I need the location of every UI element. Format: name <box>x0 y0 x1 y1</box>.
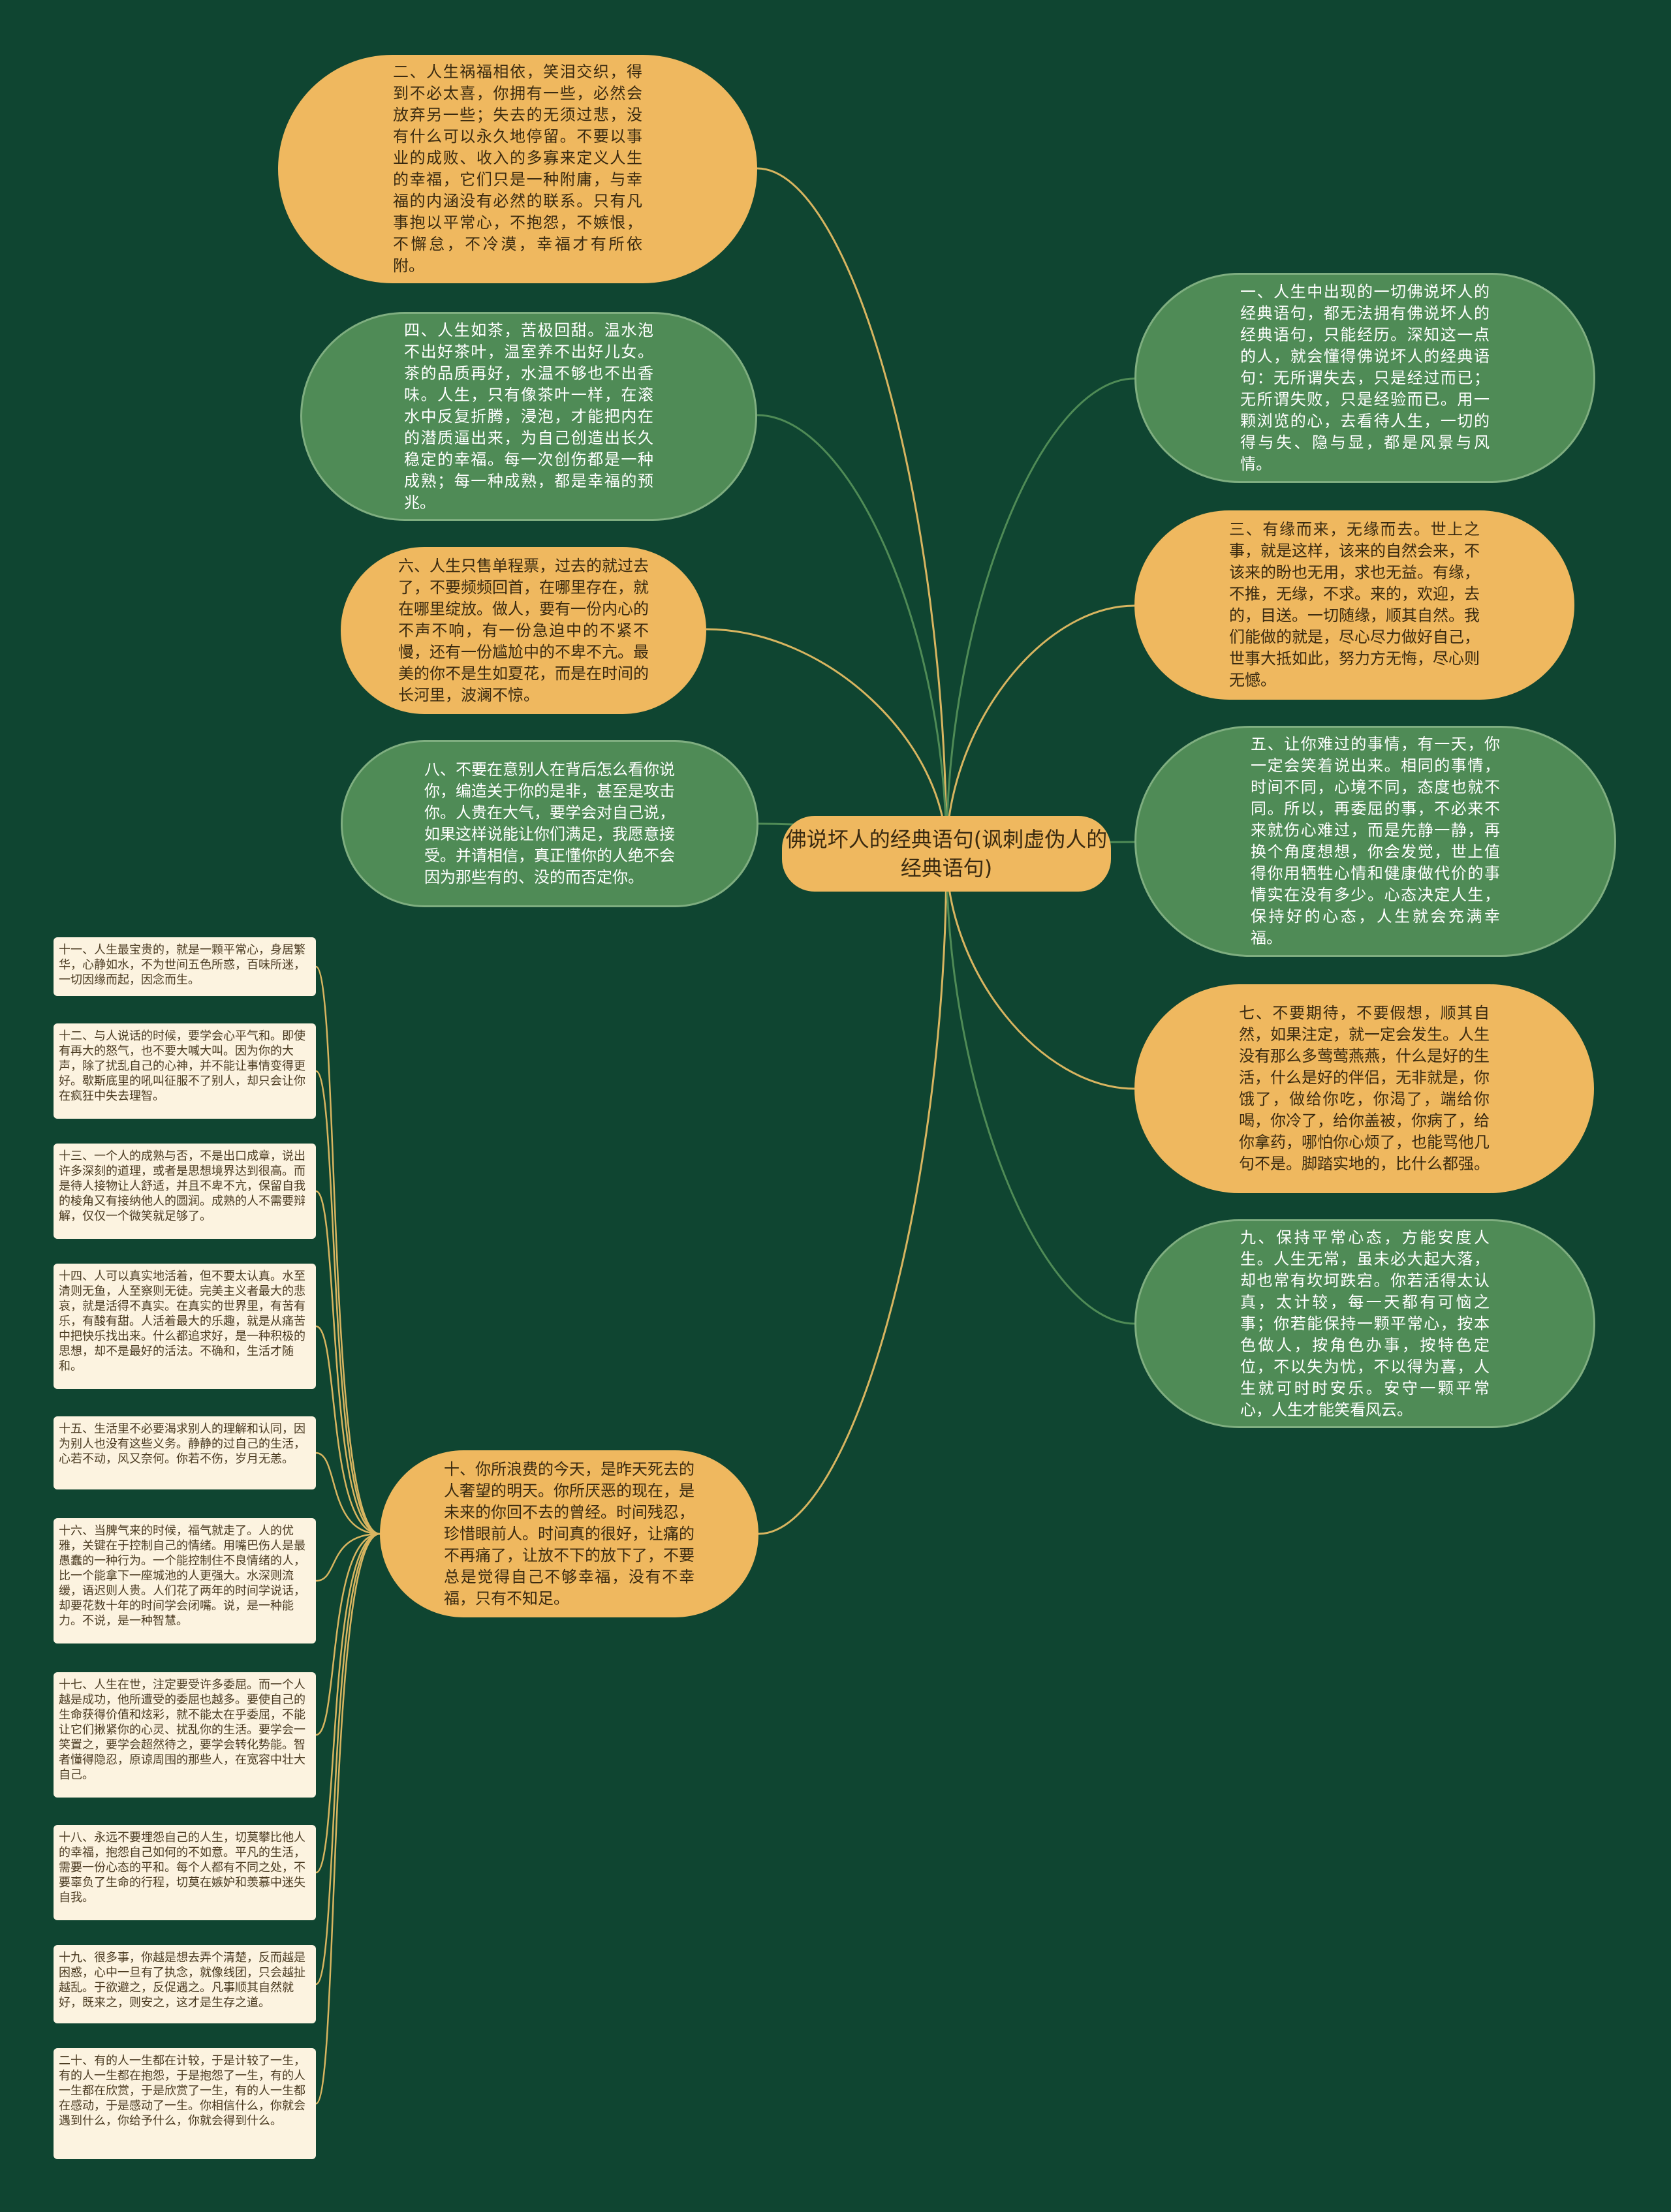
link-sub-card-19 <box>315 1533 381 1986</box>
link-sub-card-13 <box>315 1190 381 1535</box>
topic-node-8[interactable]: 八、不要在意别人在背后怎么看你说你，编造关于你的是非，甚至是攻击你。人贵在大气，… <box>341 740 758 907</box>
topic-text-2: 二、人生祸福相依，笑泪交织，得到不必太喜，你拥有一些，必然会放弃另一些；失去的无… <box>393 63 642 275</box>
link-sub-card-15 <box>315 1452 381 1535</box>
sub-card-16[interactable]: 十六、当脾气来的时候，福气就走了。人的优雅，关键在于控制自己的情绪。用嘴巴伤人是… <box>54 1518 316 1643</box>
link-sub-card-20 <box>315 1533 381 2105</box>
sub-card-12[interactable]: 十二、与人说话的时候，要学会心平气和。即使有再大的怒气，也不要大喊大叫。因为你的… <box>54 1023 316 1119</box>
sub-card-text-19: 十九、很多事，你越是想去弄个清楚，反而越是困惑，心中一旦有了执念，就像线团，只会… <box>59 1951 305 2010</box>
sub-card-text-14: 十四、人可以真实地活着，但不要太认真。水至清则无鱼，人至察则无徒。完美主义者最大… <box>59 1270 305 1373</box>
link-node-6 <box>706 628 948 854</box>
topic-node-1[interactable]: 一、人生中出现的一切佛说坏人的经典语句，都无法拥有佛说坏人的经典语句，只能经历。… <box>1134 273 1595 483</box>
sub-card-text-16: 十六、当脾气来的时候，福气就走了。人的优雅，关键在于控制自己的情绪。用嘴巴伤人是… <box>59 1524 305 1628</box>
link-sub-card-18 <box>315 1533 381 1874</box>
topic-node-3[interactable]: 三、有缘而来，无缘而去。世上之事，就是这样，该来的自然会来，不该来的盼也无用，求… <box>1134 510 1574 700</box>
sub-card-text-17: 十七、人生在世，注定要受许多委屈。而一个人越是成功，他所遭受的委屈也越多。要使自… <box>59 1678 305 1782</box>
topic-text-7: 七、不要期待，不要假想，顺其自然，如果注定，就一定会发生。人生没有那么多莺莺燕燕… <box>1239 1004 1490 1173</box>
sub-card-20[interactable]: 二十、有的人一生都在计较，于是计较了一生，有的人一生都在抱怨，于是抱怨了一生，有… <box>54 2048 316 2159</box>
link-sub-card-16 <box>315 1533 381 1582</box>
topic-text-1: 一、人生中出现的一切佛说坏人的经典语句，都无法拥有佛说坏人的经典语句，只能经历。… <box>1240 282 1490 473</box>
link-sub-card-17 <box>315 1533 381 1736</box>
topic-text-8: 八、不要在意别人在背后怎么看你说你，编造关于你的是非，甚至是攻击你。人贵在大气，… <box>424 760 675 886</box>
sub-card-11[interactable]: 十一、人生最宝贵的，就是一颗平常心，身居繁华，心静如水，不为世间五色所惑，百味所… <box>54 937 316 996</box>
sub-card-text-18: 十八、永远不要埋怨自己的人生，切莫攀比他人的幸福，抱怨自己如何的不如意。平凡的生… <box>59 1831 305 1905</box>
link-node-4 <box>757 414 948 854</box>
topic-text-3: 三、有缘而来，无缘而去。世上之事，就是这样，该来的自然会来，不该来的盼也无用，求… <box>1229 520 1480 689</box>
topic-node-10[interactable]: 十、你所浪费的今天，是昨天死去的人奢望的明天。你所厌恶的现在，是未来的你回不去的… <box>380 1450 758 1617</box>
link-sub-card-11 <box>315 965 381 1535</box>
link-node-9 <box>945 853 1135 1325</box>
root-topic[interactable]: 佛说坏人的经典语句(讽刺虚伪人的经典语句) <box>782 816 1111 892</box>
link-node-2 <box>757 167 948 854</box>
topic-text-9: 九、保持平常心态，方能安度人生。人生无常，虽未必大起大落，却也常有坎坷跌宕。你若… <box>1240 1228 1490 1419</box>
sub-card-text-15: 十五、生活里不必要渴求别人的理解和认同，因为别人也没有这些义务。静静的过自己的生… <box>59 1422 305 1466</box>
sub-card-text-20: 二十、有的人一生都在计较，于是计较了一生，有的人一生都在抱怨，于是抱怨了一生，有… <box>59 2054 305 2128</box>
topic-text-4: 四、人生如茶，苦极回甜。温水泡不出好茶叶，温室养不出好儿女。茶的品质再好，水温不… <box>404 320 653 512</box>
link-sub-card-14 <box>315 1325 381 1535</box>
link-node-3 <box>945 604 1135 854</box>
sub-card-text-11: 十一、人生最宝贵的，就是一颗平常心，身居繁华，心静如水，不为世间五色所惑，百味所… <box>59 943 305 987</box>
topic-node-7[interactable]: 七、不要期待，不要假想，顺其自然，如果注定，就一定会发生。人生没有那么多莺莺燕燕… <box>1134 984 1594 1193</box>
link-node-7 <box>945 853 1135 1090</box>
topic-node-9[interactable]: 九、保持平常心态，方能安度人生。人生无常，虽未必大起大落，却也常有坎坷跌宕。你若… <box>1134 1219 1595 1428</box>
topic-text-10: 十、你所浪费的今天，是昨天死去的人奢望的明天。你所厌恶的现在，是未来的你回不去的… <box>444 1459 695 1608</box>
topic-node-5[interactable]: 五、让你难过的事情，有一天，你一定会笑着说出来。相同的事情，时间不同，心境不同，… <box>1134 726 1616 957</box>
sub-card-17[interactable]: 十七、人生在世，注定要受许多委屈。而一个人越是成功，他所遭受的委屈也越多。要使自… <box>54 1672 316 1798</box>
sub-card-text-13: 十三、一个人的成熟与否，不是出口成章，说出许多深刻的道理，或者是思想境界达到很高… <box>59 1149 305 1223</box>
sub-card-19[interactable]: 十九、很多事，你越是想去弄个清楚，反而越是困惑，心中一旦有了执念，就像线团，只会… <box>54 1945 316 2023</box>
root-topic-label: 佛说坏人的经典语句(讽刺虚伪人的经典语句) <box>785 827 1108 880</box>
topic-text-6: 六、人生只售单程票，过去的就过去了，不要频频回首，在哪里存在，就在哪里绽放。做人… <box>398 556 649 704</box>
sub-card-15[interactable]: 十五、生活里不必要渴求别人的理解和认同，因为别人也没有这些义务。静静的过自己的生… <box>54 1416 316 1489</box>
topic-node-2[interactable]: 二、人生祸福相依，笑泪交织，得到不必太喜，你拥有一些，必然会放弃另一些；失去的无… <box>278 55 757 283</box>
link-node-10 <box>758 853 948 1535</box>
topic-node-6[interactable]: 六、人生只售单程票，过去的就过去了，不要频频回首，在哪里存在，就在哪里绽放。做人… <box>341 547 706 714</box>
sub-card-18[interactable]: 十八、永远不要埋怨自己的人生，切莫攀比他人的幸福，抱怨自己如何的不如意。平凡的生… <box>54 1825 316 1920</box>
link-sub-card-12 <box>315 1070 381 1535</box>
link-node-1 <box>945 377 1135 854</box>
topic-text-5: 五、让你难过的事情，有一天，你一定会笑着说出来。相同的事情，时间不同，心境不同，… <box>1251 735 1500 947</box>
sub-card-13[interactable]: 十三、一个人的成熟与否，不是出口成章，说出许多深刻的道理，或者是思想境界达到很高… <box>54 1144 316 1239</box>
sub-card-text-12: 十二、与人说话的时候，要学会心平气和。即使有再大的怒气，也不要大喊大叫。因为你的… <box>59 1029 305 1103</box>
topic-node-4[interactable]: 四、人生如茶，苦极回甜。温水泡不出好茶叶，温室养不出好儿女。茶的品质再好，水温不… <box>300 312 757 521</box>
sub-card-14[interactable]: 十四、人可以真实地活着，但不要太认真。水至清则无鱼，人至察则无徒。完美主义者最大… <box>54 1264 316 1389</box>
